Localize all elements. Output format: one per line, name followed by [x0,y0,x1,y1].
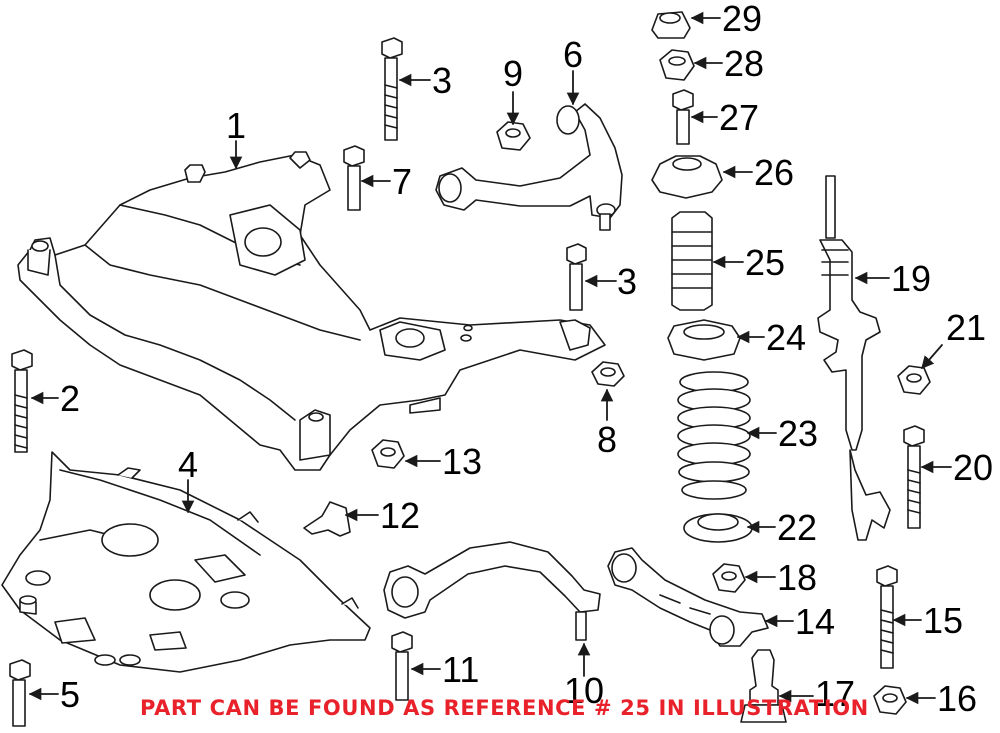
bracket-12 [303,501,351,537]
bolt-7 [343,145,365,211]
callout-9: 9 [503,53,523,94]
callout-20: 20 [953,447,993,488]
spring-seat-22 [683,513,753,543]
upper-control-arm [435,103,623,231]
callout-12: 12 [380,495,420,536]
bolt-11 [391,631,413,701]
callout-3b: 3 [617,261,637,302]
nut-13 [371,439,405,469]
callout-18: 18 [777,557,817,598]
callout-6: 6 [563,34,583,75]
cap-29 [651,11,691,39]
nut-9 [496,121,531,151]
bolt-3-lower [566,243,587,311]
bolt-20 [903,425,925,529]
lower-arm-rear [607,547,769,647]
lower-arm-front [383,541,601,641]
nut-18 [712,563,746,593]
ball-joint-17 [740,649,787,723]
callout-26: 26 [754,152,794,193]
nut-16 [873,685,907,715]
callout-19: 19 [891,258,931,299]
callout-24: 24 [766,317,806,358]
subframe-part [17,151,606,471]
callout-8: 8 [597,419,617,460]
callout-4: 4 [178,444,198,485]
callout-13: 13 [442,441,482,482]
callout-1: 1 [226,105,246,146]
spring-seat-24 [667,319,741,361]
callout-10: 10 [564,670,604,711]
callout-21: 21 [946,307,986,348]
shock-strut [817,175,891,541]
callout-labels: 1 2 3 3 4 5 6 7 8 9 10 11 12 13 14 15 16… [60,0,993,719]
callout-15: 15 [923,600,963,641]
callout-25: 25 [745,242,785,283]
nut-21 [897,365,931,395]
callout-17: 17 [815,673,855,714]
bolt-15 [876,565,898,669]
bolt-27 [672,89,694,145]
callout-22: 22 [777,507,817,548]
callout-7: 7 [392,161,412,202]
callout-23: 23 [778,413,818,454]
strut-mount [651,155,723,199]
callout-16: 16 [937,678,977,719]
callout-3a: 3 [432,60,452,101]
callout-14: 14 [795,601,835,642]
callout-28: 28 [724,43,764,84]
callout-29: 29 [722,0,762,39]
nut-8 [591,361,625,387]
reference-note: PART CAN BE FOUND AS REFERENCE # 25 IN I… [140,696,869,720]
coil-spring [677,371,751,500]
callout-2: 2 [60,378,80,419]
callout-11: 11 [442,649,479,690]
bolt-2 [11,349,33,453]
bump-stop-boot [671,211,713,311]
nut-28 [659,49,695,81]
shield-part [1,451,371,673]
bolt-5 [9,659,31,727]
leader-lines [28,11,952,705]
callout-27: 27 [719,97,759,138]
bolt-3-upper [381,37,403,141]
callout-5: 5 [60,674,80,715]
